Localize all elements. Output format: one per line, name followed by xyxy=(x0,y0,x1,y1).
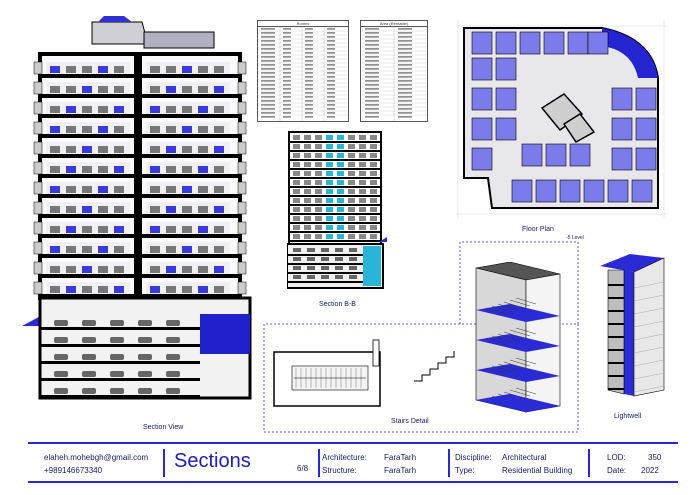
area-table: Area (Rentable) xyxy=(360,20,428,122)
structure-value: FaraTarh xyxy=(384,466,417,475)
date-value: 2022 xyxy=(641,466,659,475)
lod-value: 350 xyxy=(648,453,662,462)
lightwell-caption: Lightwell xyxy=(614,413,642,420)
stairs-small-detail xyxy=(372,339,380,367)
stairs-3d-drawing xyxy=(475,262,561,413)
title-block-divider-2 xyxy=(318,449,320,477)
sheet-title: Sections xyxy=(174,450,251,472)
section-view-caption: Section View xyxy=(143,424,184,431)
designer-phone: +989146673340 xyxy=(44,466,103,475)
floor-plan-caption: Floor Plan xyxy=(522,226,554,233)
lod-label: LOD: xyxy=(607,453,626,462)
discipline-value: Architectural xyxy=(502,453,547,462)
architecture-label: Architecture: xyxy=(322,453,367,462)
rooms-table-title: Rooms xyxy=(258,21,348,27)
title-block-divider-1 xyxy=(163,449,165,477)
architecture-value: FaraTarh xyxy=(384,453,417,462)
lightwell-drawing xyxy=(600,254,665,397)
type-value: Residential Building xyxy=(502,466,573,475)
section-view-drawing xyxy=(22,16,252,400)
date-label: Date: xyxy=(607,466,627,475)
designer-email: elaheh.mohebgh@gmail.com xyxy=(44,453,149,462)
structure-label: Structure: xyxy=(322,466,357,475)
area-table-title: Area (Rentable) xyxy=(361,21,427,27)
floor-plan-drawing xyxy=(452,18,670,222)
title-block-bottom-line xyxy=(28,481,678,483)
stairs-detail-caption: Stairs Detail xyxy=(391,418,429,425)
rooms-table: Rooms xyxy=(257,20,349,122)
type-label: Type: xyxy=(455,466,475,475)
rooms-table-grid xyxy=(258,26,348,121)
discipline-label: Discipline: xyxy=(455,453,492,462)
floor-plan-level: -5 Level xyxy=(566,235,584,241)
sheet-number: 6/8 xyxy=(297,464,309,473)
stairs-plan-drawing xyxy=(273,351,381,407)
title-block-divider-3 xyxy=(448,449,450,477)
stairs-detail-frame xyxy=(263,241,579,433)
title-block-divider-4 xyxy=(588,449,590,477)
section-bb-caption: Section B-B xyxy=(319,301,356,308)
area-table-grid xyxy=(361,26,427,121)
title-block-top-line xyxy=(28,442,678,444)
stairs-elevation-drawing xyxy=(414,351,455,382)
section-bb-drawing xyxy=(287,131,387,289)
